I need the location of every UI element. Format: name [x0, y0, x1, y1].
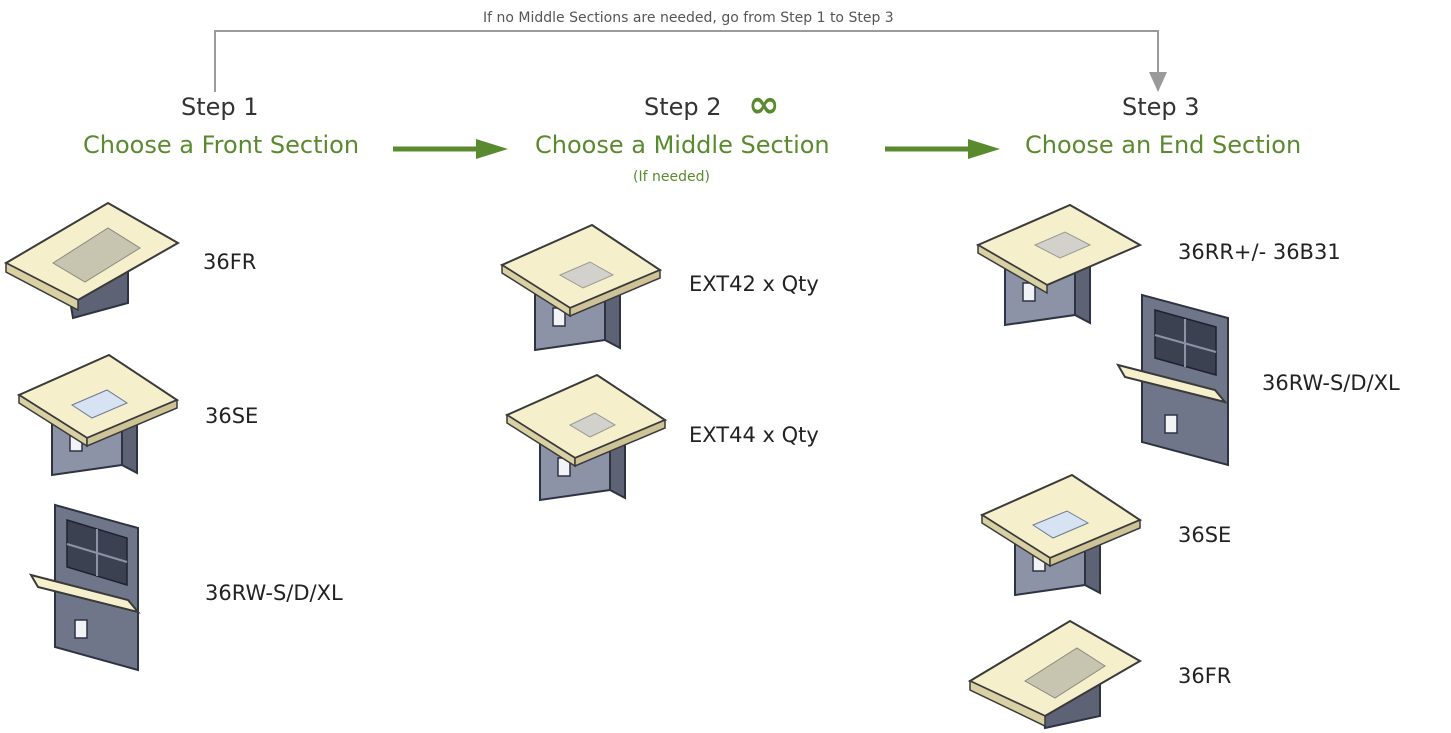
- part-image-ext42: [501, 224, 661, 351]
- part-image-36rw-front: [28, 503, 141, 672]
- part-image-36se-end: [981, 474, 1141, 596]
- part-image-36se-front: [18, 354, 178, 476]
- arrow-step1-to-step2: [393, 139, 508, 159]
- label-36rw-end: 36RW-S/D/XL: [1262, 371, 1400, 395]
- label-36rw-front: 36RW-S/D/XL: [205, 581, 343, 605]
- part-image-36fr-end: [967, 619, 1143, 730]
- label-ext44: EXT44 x Qty: [689, 423, 819, 447]
- step3-title: Step 3: [1122, 93, 1200, 121]
- step2-note: (If needed): [633, 169, 710, 185]
- step2-title: Step 2: [644, 93, 722, 121]
- label-36se-end: 36SE: [1178, 523, 1232, 547]
- part-image-36rr: [975, 203, 1143, 326]
- label-36rr-end: 36RR+/- 36B31: [1178, 240, 1341, 264]
- label-36se-front: 36SE: [205, 404, 259, 428]
- skip-note: If no Middle Sections are needed, go fro…: [483, 10, 894, 26]
- step2-subtitle: Choose a Middle Section: [535, 131, 830, 159]
- label-36fr-end: 36FR: [1178, 664, 1232, 688]
- label-36fr-front: 36FR: [203, 250, 257, 274]
- arrow-step2-to-step3: [885, 139, 1000, 159]
- part-image-ext44: [506, 374, 666, 501]
- skip-connector-arrow: [214, 30, 1167, 92]
- step3-subtitle: Choose an End Section: [1025, 131, 1302, 159]
- step1-subtitle: Choose a Front Section: [83, 131, 360, 159]
- label-ext42: EXT42 x Qty: [689, 272, 819, 296]
- part-image-36fr-front: [3, 201, 181, 320]
- part-image-36rw-end: [1115, 293, 1229, 467]
- infinity-icon: ∞: [748, 82, 780, 126]
- step1-title: Step 1: [181, 93, 259, 121]
